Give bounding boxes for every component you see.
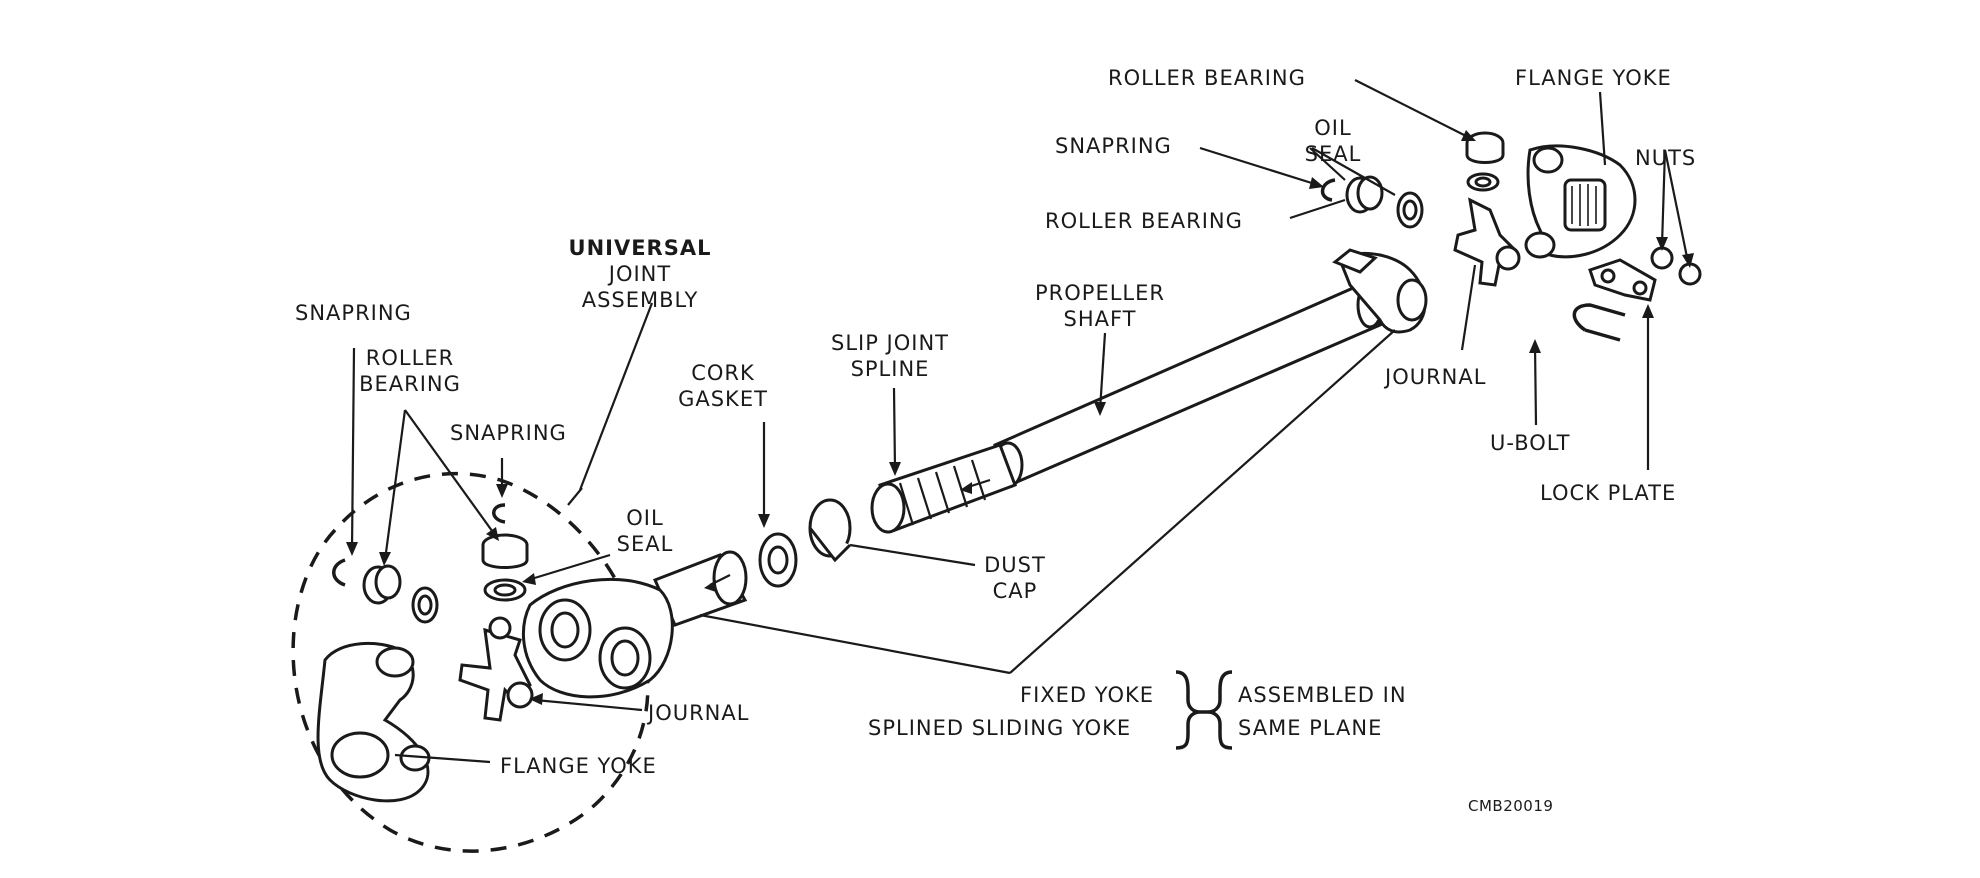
u-bolt-part [1572,303,1626,342]
roller-bearing-right-part [1345,175,1384,214]
label-oil-seal-left-line2: SEAL [616,532,674,556]
label-universal-joint-assembly: UNIVERSAL JOINT ASSEMBLY [560,235,720,313]
oil-seal-left-part [411,586,439,624]
label-propeller-line2: SHAFT [1063,307,1137,331]
slip-joint-spline [870,443,1017,534]
label-dust-cap: DUST CAP [975,552,1055,604]
label-flange-yoke-right: FLANGE YOKE [1515,66,1672,90]
label-cork-gasket: CORK GASKET [668,360,778,412]
universal-joint-detail-circle [291,471,650,853]
label-snapring-mid: SNAPRING [450,421,567,445]
label-splined-sliding-yoke: SPLINED SLIDING YOKE [868,716,1132,740]
flange-yoke-left [316,641,431,803]
brace-left [1175,670,1201,750]
leader-lines [346,79,1694,764]
flange-yoke-right [1524,144,1637,259]
label-roller-bearing-top: ROLLER BEARING [1108,66,1306,90]
label-cork-gasket-line1: CORK [691,361,755,385]
label-journal-right: JOURNAL [1385,365,1487,389]
label-oil-seal-right: OIL SEAL [1298,115,1368,167]
label-nuts: NUTS [1635,146,1697,170]
label-lock-plate: LOCK PLATE [1540,481,1677,505]
label-snapring-right: SNAPRING [1055,134,1172,158]
splined-sliding-yoke [521,550,748,699]
label-roller-bearing-left-line1: ROLLER [365,346,455,370]
label-cork-gasket-line2: GASKET [678,387,768,411]
fixed-yoke [1332,248,1428,334]
label-journal-left: JOURNAL [648,701,750,725]
journal-left [458,616,534,722]
label-oil-seal-left-line1: OIL [626,506,664,530]
roller-bearing-left-part [362,564,402,605]
label-oil-seal-right-line2: SEAL [1304,142,1362,166]
label-universal-line1: UNIVERSAL [568,236,712,260]
label-dust-cap-line2: CAP [992,579,1038,603]
label-fixed-yoke: FIXED YOKE [1020,683,1155,707]
label-figure-code: CMB20019 [1468,797,1554,815]
label-oil-seal-left: OIL SEAL [610,505,680,557]
journal-right [1453,197,1521,287]
label-propeller-line1: PROPELLER [1035,281,1165,305]
snapring-left-part [332,558,346,587]
label-flange-yoke-left: FLANGE YOKE [500,754,657,778]
roller-bearing-top-part [1465,131,1505,164]
snapring-right-part [1320,178,1336,202]
label-propeller-shaft: PROPELLER SHAFT [1020,280,1180,332]
label-roller-bearing-left: ROLLER BEARING [350,345,470,397]
label-roller-bearing-right: ROLLER BEARING [1045,209,1243,233]
brace-right [1207,670,1233,750]
label-universal-line2: JOINT [608,262,672,286]
label-slip-joint-line1: SLIP JOINT [830,331,949,355]
label-roller-bearing-left-line2: BEARING [359,372,461,396]
oil-seal-mid-part [483,578,527,602]
label-slip-joint-line2: SPLINE [850,357,930,381]
lock-plate-part [1588,258,1657,302]
label-same-plane: SAME PLANE [1238,716,1383,740]
oil-seal-top-part [1466,172,1500,192]
cork-gasket [758,532,798,588]
dust-cap [808,498,852,563]
oil-seal-right-part [1396,191,1424,229]
label-universal-line3: ASSEMBLY [581,288,699,312]
label-oil-seal-right-line1: OIL [1314,116,1352,140]
label-assembled-in: ASSEMBLED IN [1238,683,1407,707]
label-dust-cap-line1: DUST [984,553,1046,577]
label-slip-joint-spline: SLIP JOINT SPLINE [810,330,970,382]
label-snapring-left: SNAPRING [295,301,412,325]
roller-bearing-mid-part [481,533,529,569]
label-u-bolt: U-BOLT [1490,431,1571,455]
snapring-mid-part [492,503,506,524]
